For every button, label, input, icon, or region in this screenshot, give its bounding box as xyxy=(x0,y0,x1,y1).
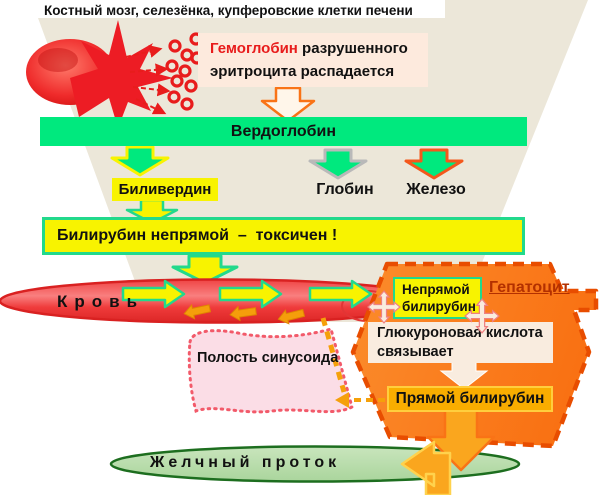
uptake-back-arrows xyxy=(183,303,306,325)
hemoglobin-release-arrows xyxy=(125,45,171,115)
sinusoid-label: Полость синусоида xyxy=(197,350,339,366)
glucuronic-acid-box: Глюкуроновая кислота связывает xyxy=(368,322,553,363)
arrow-verdoglobin-to-globin xyxy=(308,148,368,180)
hemoglobin-breakdown-box: Гемоглобин разрушенного эритроцита распа… xyxy=(198,33,428,87)
transport-cross-icon xyxy=(464,298,500,339)
indirect-bilirubin-warning-box: Билирубин непрямой – токсичен ! xyxy=(42,217,525,255)
transport-cross-icon xyxy=(367,290,401,329)
arrow-direct-to-bile-duct xyxy=(426,408,496,472)
direct-bilirubin-box: Прямой билирубин xyxy=(387,386,553,412)
reflux-arrowhead-icon xyxy=(335,392,349,408)
hemoglobin-highlight: Гемоглобин xyxy=(210,40,298,57)
verdoglobin-bar: Вердоглобин xyxy=(40,117,527,146)
globin-label: Глобин xyxy=(316,181,374,198)
arrow-bile-flow-left xyxy=(400,440,452,495)
arrow-biliverdin-to-bilirubin xyxy=(125,198,179,225)
sinusoid-shape xyxy=(187,327,354,414)
blood-flow-arrows xyxy=(121,279,373,309)
blood-label: Кровь xyxy=(57,292,145,311)
burst-icon xyxy=(70,20,173,128)
diagram-title: Костный мозг, селезёнка, купферовские кл… xyxy=(44,3,413,18)
arrow-verdoglobin-to-iron xyxy=(404,148,464,180)
hepatocyte-title: Гепатоцит xyxy=(489,279,570,296)
hemoglobin-breakdown-text: разрушенного эритроцита распадается xyxy=(210,40,408,80)
bile-duct-label: Желчный проток xyxy=(149,454,341,471)
indirect-bilirubin-box: Непрямой билирубин xyxy=(393,277,482,319)
arrow-hemoglobin-to-verdoglobin xyxy=(260,86,316,123)
arrow-conjugation-to-direct xyxy=(439,361,489,390)
arrow-bilirubin-to-blood xyxy=(171,254,239,285)
iron-label: Железо xyxy=(406,181,466,198)
arrow-verdoglobin-to-biliverdin xyxy=(110,145,170,177)
biliverdin-label: Биливердин xyxy=(112,178,218,201)
hemoglobin-molecules-icon xyxy=(165,32,204,111)
